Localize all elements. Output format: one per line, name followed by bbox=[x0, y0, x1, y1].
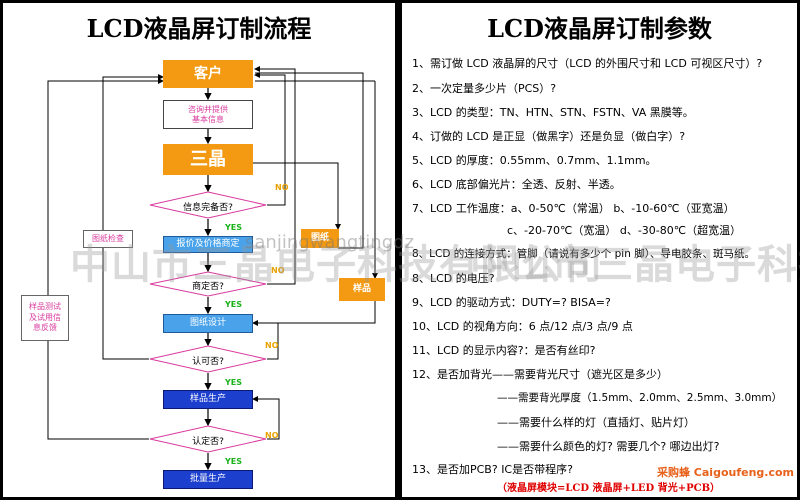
mass-production-box: 批量生产 bbox=[163, 470, 253, 489]
consult-box: 咨询并提供 基本信息 bbox=[163, 100, 253, 129]
param-10: 10、LCD 的视角方向：6 点/12 点/3 点/9 点 bbox=[412, 320, 633, 333]
confirmed-label: 认定否? bbox=[192, 437, 224, 447]
param-7: 7、LCD 工作温度：a、0-50℃（常温） b、-10-60℃（亚宽温） bbox=[412, 202, 735, 215]
negotiated-label: 商定否? bbox=[192, 282, 224, 292]
watermark-company: 中山市三晶电子科技有限公司 bbox=[70, 242, 603, 288]
yes-label-1: YES bbox=[225, 223, 243, 232]
approved-label: 认可否? bbox=[192, 357, 224, 367]
customer-box: 客户 bbox=[163, 60, 253, 88]
param-6: 6、LCD 底部偏光片：全透、反射、半透。 bbox=[412, 178, 621, 191]
confirmed-diamond bbox=[149, 425, 267, 453]
watermark-url: sanjingwangtingdz bbox=[245, 232, 415, 253]
param-9: 9、LCD 的驱动方式：DUTY=? BISA=? bbox=[412, 296, 611, 309]
param-4: 4、订做的 LCD 是正显（做黑字）还是负显（做白字）? bbox=[412, 130, 686, 143]
yes-label-3: YES bbox=[225, 378, 243, 387]
no-label-3: NO bbox=[265, 341, 279, 350]
no-label-1: NO bbox=[275, 183, 289, 192]
site-watermark: 采购蜂 Caigoufeng.com bbox=[656, 466, 794, 479]
quote-box: 报价及价格商定 bbox=[163, 236, 253, 253]
sample-test-box: 样品测试 及试用信 息反馈 bbox=[21, 295, 69, 341]
no-label-4: NO bbox=[265, 431, 279, 440]
module-footer: （液晶屏模块=LCD 液晶屏+LED 背光+PCB） bbox=[497, 483, 721, 494]
no-label-2: NO bbox=[271, 266, 285, 275]
param-3: 3、LCD 的类型：TN、HTN、STN、FSTN、VA 黑膜等。 bbox=[412, 106, 694, 119]
params-title: LCD液晶屏订制参数 bbox=[487, 14, 712, 43]
param-1: 1、需订做 LCD 液晶屏的尺寸（LCD 的外围尺寸和 LCD 可视区尺寸）? bbox=[412, 57, 763, 70]
flowchart-panel: LCD液晶屏订制流程 客户 咨询并提供 基本信息 三晶 bbox=[3, 3, 395, 497]
approved-diamond bbox=[149, 345, 267, 373]
info-complete-diamond bbox=[149, 191, 267, 219]
negotiated-diamond bbox=[149, 271, 267, 297]
param-12b: ——需要背光厚度（1.5mm、2.0mm、2.5mm、3.0mm） bbox=[497, 392, 783, 404]
yes-label-4: YES bbox=[225, 457, 243, 466]
drawing-box: 图纸 bbox=[301, 229, 339, 248]
sample-box: 样品 bbox=[339, 278, 385, 301]
drawing-check-box: 图纸检查 bbox=[83, 230, 133, 248]
yes-label-2: YES bbox=[225, 300, 243, 309]
sanjing-box: 三晶 bbox=[163, 144, 253, 175]
drawing-design-box: 图纸设计 bbox=[163, 314, 253, 333]
flowchart-title: LCD液晶屏订制流程 bbox=[86, 14, 312, 43]
sample-production-box: 样品生产 bbox=[163, 390, 253, 409]
param-12: 12、是否加背光——需要背光尺寸（遮光区是多少） bbox=[412, 368, 668, 381]
param-11: 11、LCD 的显示内容?：是否有丝印? bbox=[412, 344, 596, 357]
flowchart-connectors bbox=[47, 66, 378, 471]
watermark-company-right: 中山市三晶电子科技有限公司 bbox=[470, 242, 800, 288]
info-complete-label: 信息完备否? bbox=[183, 203, 233, 213]
param-8: 8、LCD 的连接方式：管脚（请说有多少个 pin 脚）、导电胶条、斑马纸。 bbox=[412, 248, 755, 260]
param-2: 2、一次定量多少片（PCS）? bbox=[412, 82, 557, 95]
param-7b: c、-20-70℃（宽温） d、-30-80℃（超宽温） bbox=[507, 224, 742, 237]
param-13: 13、是否加PCB? IC是否带程序? bbox=[412, 463, 573, 476]
param-5: 5、LCD 的厚度：0.55mm、0.7mm、1.1mm。 bbox=[412, 154, 657, 167]
param-12c: ——需要什么样的灯（直插灯、贴片灯） bbox=[497, 416, 695, 429]
params-panel: LCD液晶屏订制参数 1、需订做 LCD 液晶屏的尺寸（LCD 的外围尺寸和 L… bbox=[402, 3, 797, 497]
param-8b: 8、LCD 的电压? bbox=[412, 272, 495, 285]
param-12d: ——需要什么颜色的灯? 需要几个? 哪边出灯? bbox=[497, 440, 720, 453]
